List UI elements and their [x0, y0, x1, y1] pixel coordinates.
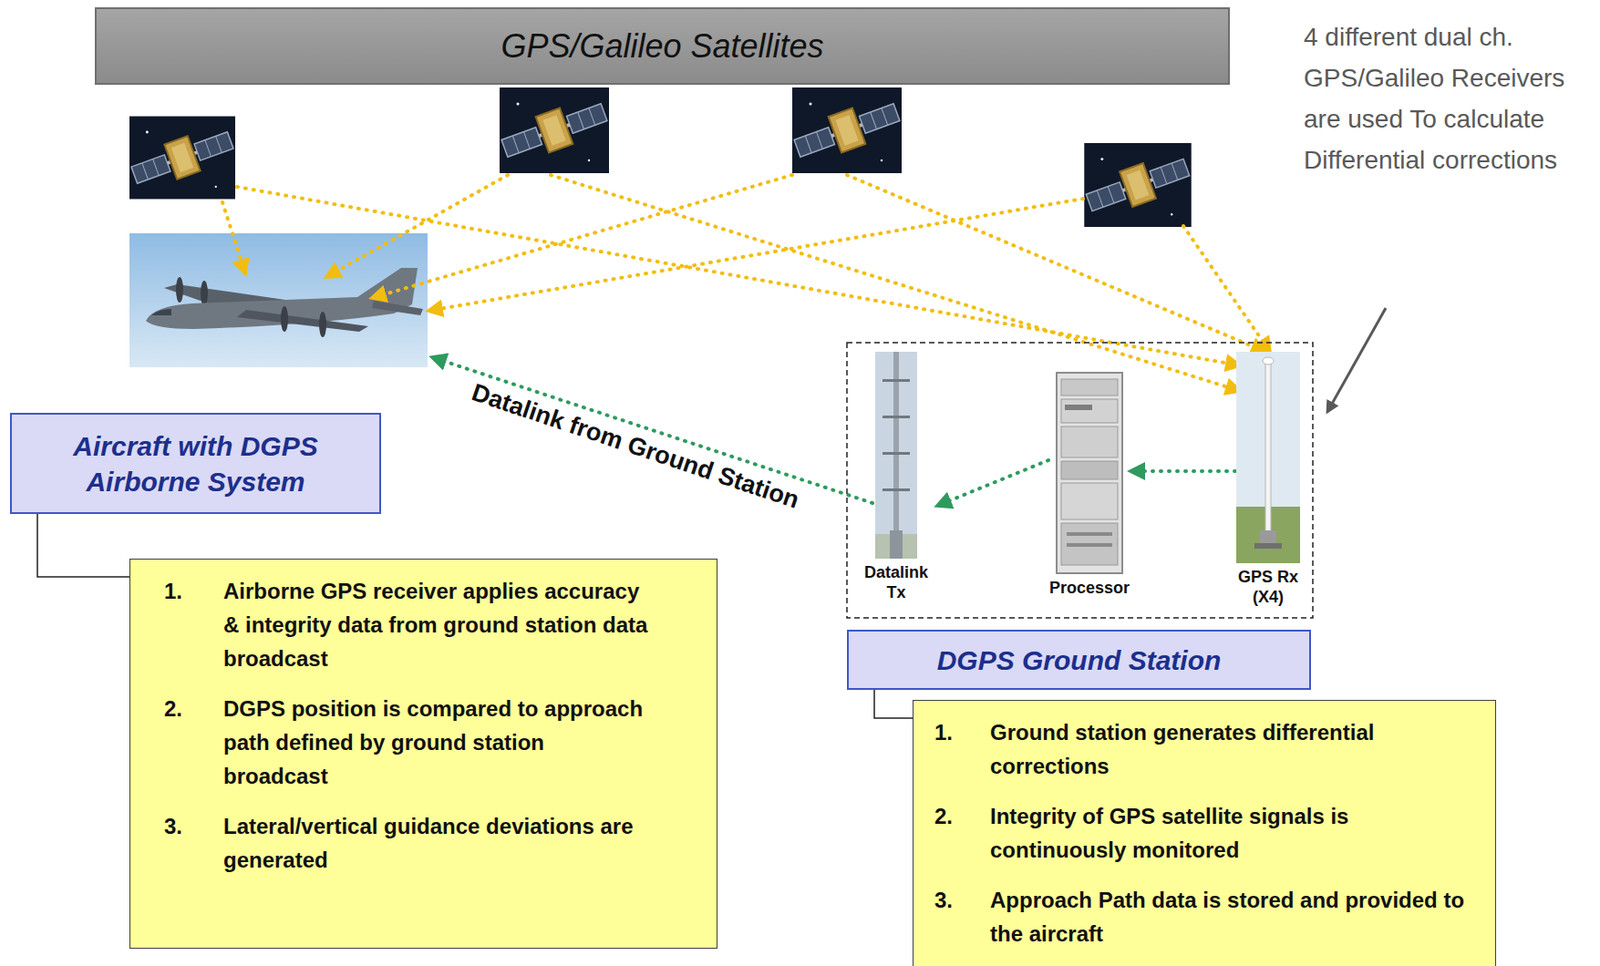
- item-text: Lateral/vertical guidance deviations are…: [223, 809, 652, 878]
- list-item: 1.Ground station generates differential …: [934, 715, 1487, 784]
- item-number: 1.: [934, 715, 991, 784]
- equipment-item: Processor: [1048, 371, 1131, 599]
- list-item: 3.Lateral/vertical guidance deviations a…: [164, 809, 708, 878]
- caption: Datalink Tx: [855, 562, 938, 603]
- item-text: Ground station generates differential co…: [990, 715, 1483, 784]
- picture-holder: [1236, 351, 1301, 564]
- signal-connector: [1130, 469, 1236, 474]
- note-box: 1.Airborne GPS receiver applies accuracy…: [129, 558, 718, 950]
- item-number: 1.: [164, 574, 224, 676]
- list-item: 3.Approach Path data is stored and provi…: [934, 883, 1487, 951]
- link-label: Datalink from Ground Station: [464, 377, 806, 517]
- datalink-line: [432, 357, 873, 504]
- text-wrap: DGPS Ground Station: [937, 642, 1222, 679]
- item-number: 2.: [934, 799, 991, 868]
- aircraft-picture: [129, 233, 428, 368]
- leader-arrow: [1327, 308, 1386, 413]
- list-item: 1.Airborne GPS receiver applies accuracy…: [164, 574, 708, 676]
- equipment-item: Datalink Tx: [855, 351, 938, 603]
- ground-station-group-outline: [846, 342, 1313, 619]
- caption: Processor: [1049, 578, 1130, 599]
- antenna-picture: [875, 351, 918, 559]
- caption: GPS Rx (X4): [1235, 567, 1301, 608]
- bracket-connector: [874, 690, 913, 719]
- box-text: Aircraft with DGPS Airborne System: [20, 428, 371, 500]
- item-text: Approach Path data is stored and provide…: [990, 883, 1483, 951]
- list-item: 2.Integrity of GPS satellite signals is …: [934, 799, 1487, 868]
- item-text: DGPS position is compared to approach pa…: [223, 691, 652, 794]
- rack-picture: [1055, 371, 1124, 575]
- signal-connector: [937, 460, 1049, 506]
- note-box: 1.Ground station generates differential …: [912, 700, 1497, 966]
- text-wrap: GPS/Galileo Satellites: [500, 27, 824, 66]
- equipment-item: GPS Rx (X4): [1235, 351, 1301, 608]
- item-text: Integrity of GPS satellite signals is co…: [990, 799, 1483, 868]
- satellite-signal-lines: [222, 175, 1270, 392]
- item-number: 3.: [164, 809, 224, 878]
- box-text: GPS/Galileo Satellites: [500, 27, 824, 66]
- gps-antenna-picture: [1236, 351, 1301, 564]
- item-text: Airborne GPS receiver applies accuracy &…: [223, 574, 652, 676]
- item-number: 2.: [164, 691, 224, 794]
- picture-holder: [1055, 371, 1124, 575]
- system-label-box: DGPS Ground Station: [846, 629, 1311, 691]
- picture-holder: [875, 351, 918, 559]
- bracket-connector: [37, 514, 130, 578]
- system-label-box: Aircraft with DGPS Airborne System: [10, 412, 382, 515]
- title-band: GPS/Galileo Satellites: [94, 7, 1230, 85]
- text-wrap: Aircraft with DGPS Airborne System: [20, 428, 371, 500]
- callout-note: 4 different dual ch. GPS/Galileo Receive…: [1303, 16, 1569, 181]
- box-text: DGPS Ground Station: [937, 642, 1222, 679]
- item-number: 3.: [934, 883, 991, 951]
- list-item: 2.DGPS position is compared to approach …: [164, 691, 708, 794]
